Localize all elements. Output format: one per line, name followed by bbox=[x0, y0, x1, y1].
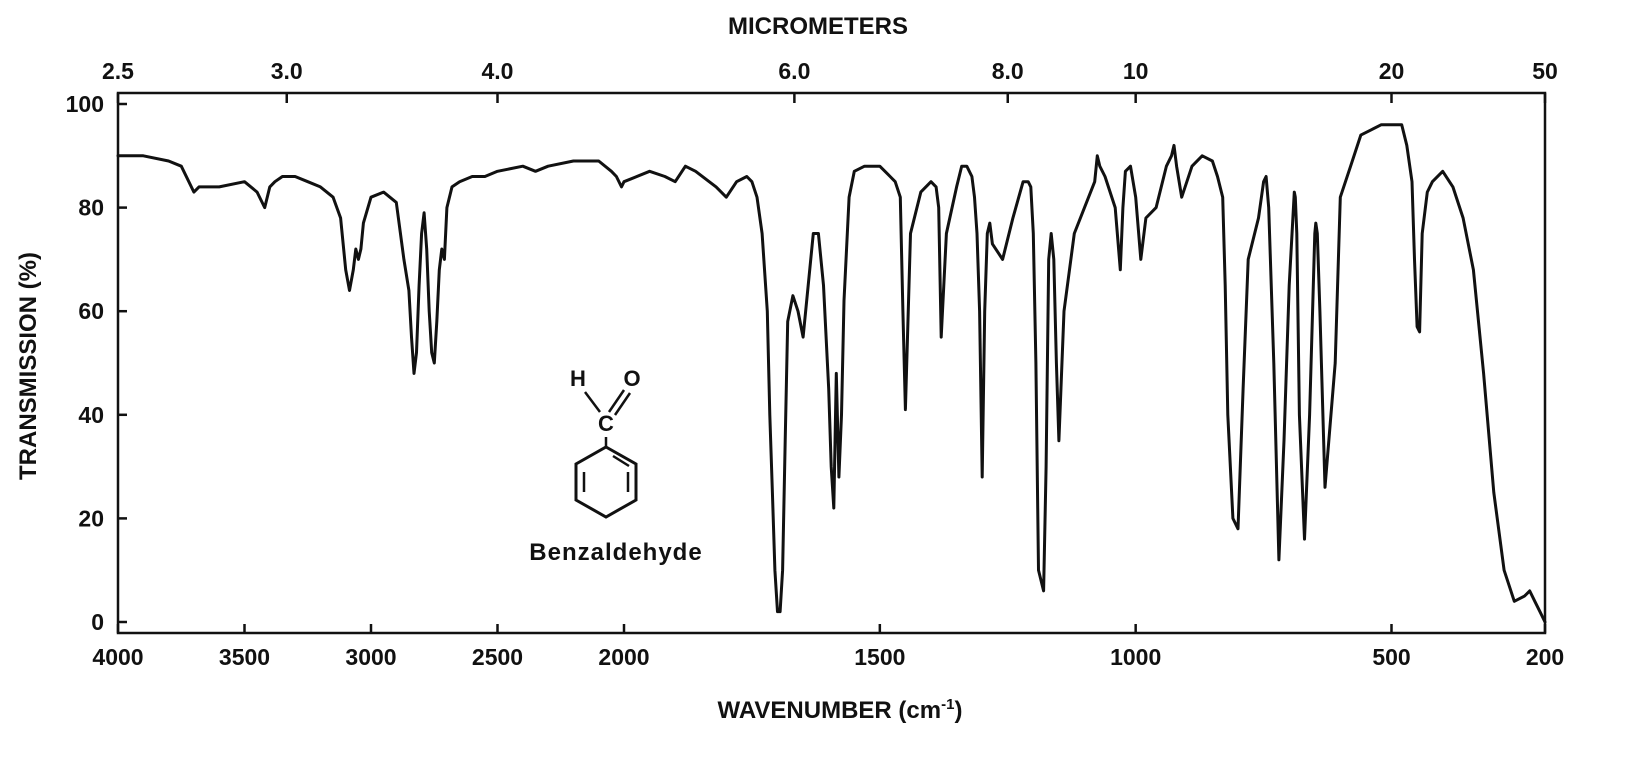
bottom-tick-label: 3500 bbox=[219, 644, 270, 670]
spectrum-line bbox=[116, 123, 1547, 624]
benzene-ring bbox=[574, 445, 638, 519]
plot-frame bbox=[116, 91, 1547, 635]
ring-double-bond-1 bbox=[612, 454, 630, 468]
top-tick-label: 4.0 bbox=[482, 58, 514, 84]
x-axis-title-suffix: ) bbox=[954, 697, 962, 724]
x-axis-title-main: WAVENUMBER (cm bbox=[718, 697, 942, 724]
bottom-tick-label: 4000 bbox=[92, 644, 143, 670]
y-tick-label: 0 bbox=[91, 609, 104, 635]
bottom-axis-ticks: 4000 3500 3000 2500 2000 1500 1000 500 200 bbox=[92, 624, 1564, 670]
x-axis-title-superscript: -1 bbox=[941, 696, 954, 713]
top-axis-ticks: 2.5 3.0 4.0 6.0 8.0 10 20 50 bbox=[102, 58, 1558, 103]
compound-name-label: Benzaldehyde bbox=[529, 539, 702, 566]
benzaldehyde-structure-diagram: H O C bbox=[570, 366, 641, 519]
bottom-tick-label: 500 bbox=[1372, 644, 1410, 670]
top-tick-label: 10 bbox=[1123, 58, 1149, 84]
x-axis-title: WAVENUMBER (cm-1) bbox=[718, 696, 963, 724]
y-axis-ticks: 0 20 40 60 80 100 bbox=[66, 91, 127, 635]
top-tick-label: 20 bbox=[1379, 58, 1405, 84]
y-tick-label: 60 bbox=[78, 298, 104, 324]
bottom-tick-label: 1000 bbox=[1110, 644, 1161, 670]
y-tick-label: 20 bbox=[78, 505, 104, 531]
atom-o-label: O bbox=[623, 366, 640, 391]
bond-c-o-1 bbox=[607, 389, 626, 413]
bottom-tick-label: 3000 bbox=[345, 644, 396, 670]
y-axis-title: TRANSMISSION (%) bbox=[15, 252, 42, 480]
bond-c-o-2 bbox=[613, 392, 632, 416]
y-tick-label: 80 bbox=[78, 195, 104, 221]
y-tick-label: 100 bbox=[66, 91, 104, 117]
atom-h-label: H bbox=[570, 366, 586, 391]
bottom-tick-label: 2500 bbox=[472, 644, 523, 670]
bottom-tick-label: 200 bbox=[1526, 644, 1564, 670]
bottom-tick-label: 2000 bbox=[598, 644, 649, 670]
top-tick-label: 3.0 bbox=[271, 58, 303, 84]
top-tick-label: 8.0 bbox=[992, 58, 1024, 84]
top-tick-label: 2.5 bbox=[102, 58, 134, 84]
top-tick-label: 50 bbox=[1532, 58, 1558, 84]
bond-c-h bbox=[584, 391, 601, 413]
atom-c-label: C bbox=[598, 411, 614, 436]
top-axis-title: MICROMETERS bbox=[728, 13, 908, 40]
top-tick-label: 6.0 bbox=[778, 58, 810, 84]
bottom-tick-label: 1500 bbox=[854, 644, 905, 670]
y-tick-label: 40 bbox=[78, 402, 104, 428]
